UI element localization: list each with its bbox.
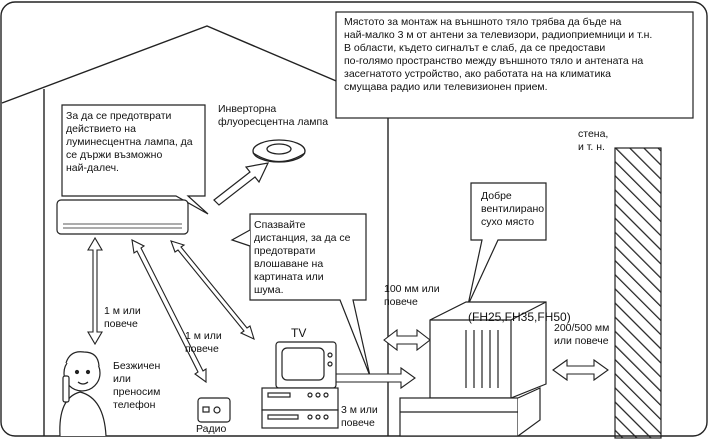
- arrow-indoor-tv: [170, 240, 255, 341]
- tv-warning-text: Спазвайте дистанция, за да се предотврат…: [254, 219, 351, 296]
- models-label: (FH25,FH35,FH50): [468, 310, 571, 324]
- radio-device: [197, 397, 231, 423]
- arrow-outdoor-left: [383, 328, 431, 352]
- dry-place-text: Добре вентилирано сухо място: [481, 190, 545, 228]
- wall-hatched: [614, 147, 662, 439]
- wall-label: стена, и т. н.: [578, 128, 609, 153]
- dist-indoor-radio-label: 1 м или повече: [185, 330, 222, 355]
- tv-bubble-pointer: [230, 229, 251, 247]
- placement-rule-box: [335, 11, 694, 119]
- cordless-phone-label: Безжичен или преносим телефон: [113, 360, 161, 411]
- indoor-unit: [56, 199, 189, 235]
- dist-indoor-down-label: 1 м или повече: [104, 305, 141, 330]
- dist-outdoor-wall-label: 200/500 мм или повече: [554, 322, 610, 347]
- outdoor-unit: [399, 301, 547, 437]
- lamp-warning-bubble: [61, 104, 209, 215]
- placement-rule-text: Мястото за монтаж на външното тяло трябв…: [344, 16, 653, 93]
- dist-outdoor-left-label: 100 мм или повече: [384, 283, 440, 308]
- inverter-lamp-label: Инверторна флуоресцентна лампа: [218, 103, 329, 128]
- radio-label: Радио: [196, 423, 227, 435]
- tv-warning-bubble: [249, 213, 371, 377]
- arrow-indoor-radio: [131, 239, 207, 384]
- arrow-indoor-phone: [87, 236, 103, 346]
- arrow-to-lamp: [213, 162, 270, 206]
- tv-set: [261, 341, 339, 429]
- arrow-outdoor-wall: [552, 358, 609, 382]
- lamp-warning-text: За да се предотврати действието на лумин…: [66, 110, 193, 174]
- ceiling-lamp: [252, 139, 306, 163]
- dist-outdoor-antenna-label: 3 м или повече: [341, 404, 378, 429]
- tv-label: TV: [291, 326, 307, 340]
- dry-place-bubble: [467, 182, 547, 306]
- person-phone: [59, 351, 107, 437]
